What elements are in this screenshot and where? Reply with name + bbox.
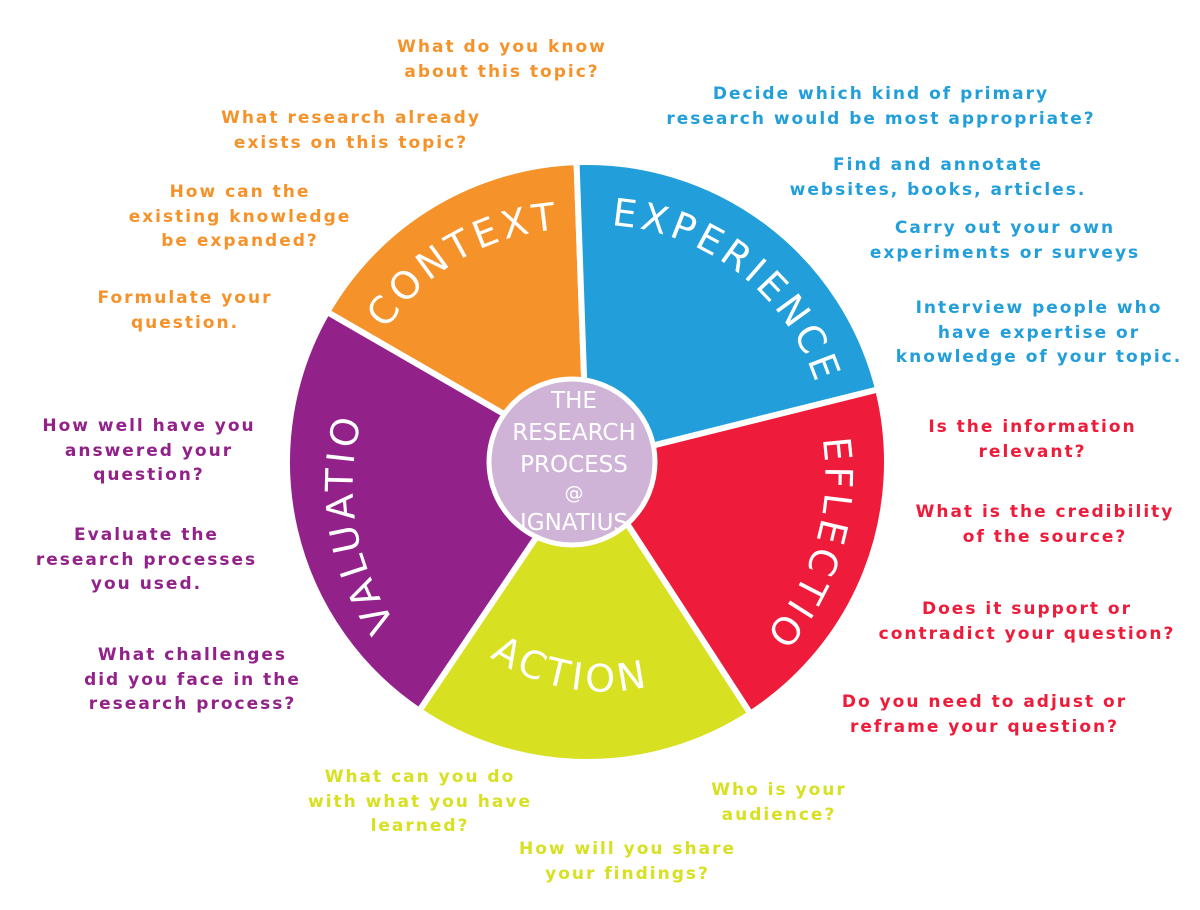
- segment-action[interactable]: [416, 467, 754, 765]
- evaluation-question-3: What challenges did you face in the rese…: [84, 645, 301, 714]
- action-question-1: What can you do with what you have learn…: [308, 767, 532, 836]
- center-line-5: IGNATIUS: [520, 510, 628, 536]
- experience-question-3: Carry out your own experiments or survey…: [869, 218, 1141, 263]
- context-question-3: How can the existing knowledge be expand…: [128, 182, 352, 251]
- context-question-4: Formulate your question.: [97, 288, 273, 333]
- segment-experience[interactable]: [573, 159, 882, 463]
- experience-question-1: Decide which kind of primary research wo…: [666, 84, 1096, 129]
- evaluation-question-1: How well have you answered your question…: [42, 416, 256, 485]
- center-line-2: RESEARCH: [512, 420, 636, 446]
- segment-evaluation[interactable]: [284, 309, 585, 714]
- center-circle: [486, 376, 658, 548]
- reflection-question-2: What is the credibility of the source?: [915, 502, 1175, 547]
- segment-reflection[interactable]: [589, 386, 890, 717]
- context-question-2: What research already exists on this top…: [221, 108, 481, 153]
- evaluation-question-2: Evaluate the research processes you used…: [35, 525, 258, 594]
- center-line-1: THE: [550, 388, 597, 414]
- experience-question-4: Interview people who have expertise or k…: [895, 298, 1183, 367]
- experience-question-2: Find and annotate websites, books, artic…: [789, 155, 1087, 200]
- reflection-question-4: Do you need to adjust or reframe your qu…: [841, 692, 1128, 737]
- reflection-question-3: Does it support or contradict your quest…: [878, 599, 1176, 644]
- center-line-4: @: [565, 482, 584, 504]
- center-line-3: PROCESS: [520, 452, 628, 478]
- action-question-2: How will you share your findings?: [518, 839, 737, 884]
- center-hub[interactable]: THE RESEARCH PROCESS @ IGNATIUS: [486, 376, 658, 548]
- segment-context[interactable]: [324, 159, 590, 460]
- action-question-3: Who is your audience?: [711, 780, 847, 825]
- reflection-question-1: Is the information relevant?: [928, 417, 1137, 462]
- context-question-1: What do you know about this topic?: [397, 37, 607, 82]
- wheel: [284, 159, 890, 765]
